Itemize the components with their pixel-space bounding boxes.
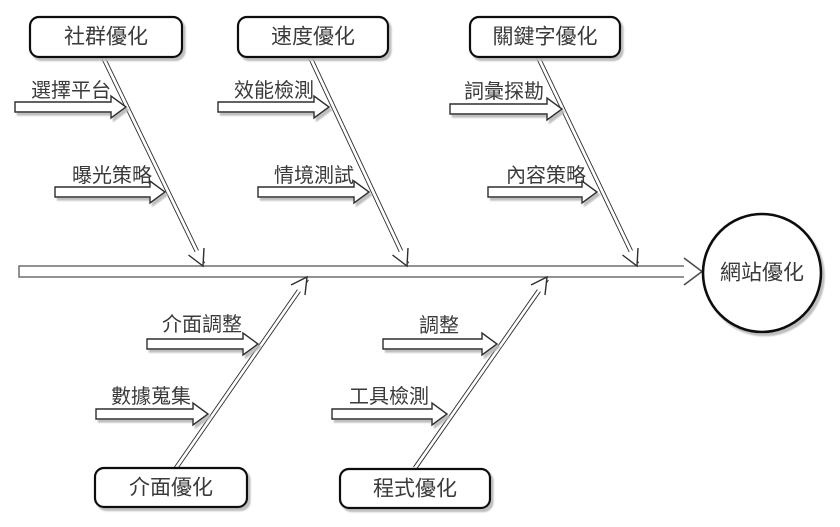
branch-interface-optimization: 介面優化 介面調整 數據蒐集 [93, 313, 260, 509]
main-spine [18, 257, 704, 286]
branch-line-interface-inner [174, 278, 309, 469]
branch-arrowheads [188, 247, 639, 296]
cause-label: 數據蒐集 [111, 385, 191, 408]
cause-arrow-icon [449, 96, 564, 122]
arrowhead-program-icon [530, 275, 548, 296]
category-box-keyword [468, 15, 622, 59]
category-box-community [28, 15, 184, 59]
cause-label: 詞彙探勘 [464, 80, 544, 103]
effect-circle [701, 212, 823, 334]
cause-label: 介面調整 [162, 313, 242, 336]
cause-label: 曝光策略 [72, 164, 152, 187]
cause-arrow-icon [54, 179, 167, 205]
branch-line-program-inner [413, 278, 549, 469]
cause-arrow-icon [14, 94, 128, 120]
spine-arrowhead-icon [683, 257, 704, 286]
category-label-community: 社群優化 [64, 26, 148, 49]
branch-line-community-inner [101, 56, 205, 265]
cause-arrow-icon [95, 401, 210, 427]
cause-arrow-icon [487, 179, 599, 205]
cause-arrow-icon [217, 94, 331, 120]
effect-label: 網站優化 [720, 262, 804, 285]
category-label-speed: 速度優化 [271, 26, 355, 49]
branch-program-optimization: 程式優化 調整 工具檢測 [331, 314, 499, 510]
cause-arrow-icon [382, 331, 499, 357]
arrowhead-interface-icon [290, 275, 308, 296]
cause-label: 效能檢測 [234, 79, 314, 102]
cause-label: 工具檢測 [349, 385, 429, 408]
cause-arrow-icon [331, 401, 449, 427]
cause-label: 情境測試 [274, 164, 354, 187]
category-box-program [338, 467, 492, 510]
cause-arrow-icon [257, 179, 371, 205]
effect-node: 網站優化 [701, 212, 823, 334]
arrowhead-speed-icon [392, 247, 409, 268]
cause-label: 選擇平台 [31, 79, 111, 102]
category-label-interface: 介面優化 [129, 477, 213, 500]
spine-shaft [18, 265, 691, 278]
category-label-program: 程式優化 [373, 478, 457, 501]
category-label-keyword: 關鍵字優化 [493, 26, 598, 49]
cause-label: 調整 [419, 314, 459, 337]
branch-community-optimization: 社群優化 選擇平台 曝光策略 [14, 15, 184, 205]
arrowhead-community-icon [188, 247, 205, 268]
branch-speed-optimization: 速度優化 效能檢測 情境測試 [217, 15, 390, 205]
branch-keyword-optimization: 關鍵字優化 詞彙探勘 內容策略 [449, 15, 622, 205]
branch-line-speed-inner [308, 56, 409, 265]
cause-arrow-icon [146, 331, 260, 357]
category-box-interface [93, 466, 249, 509]
branch-shafts [100, 55, 640, 470]
arrowhead-keyword-icon [622, 247, 639, 268]
category-box-speed [236, 15, 390, 59]
branch-line-keyword-inner [536, 56, 639, 265]
cause-label: 內容策略 [506, 164, 586, 187]
